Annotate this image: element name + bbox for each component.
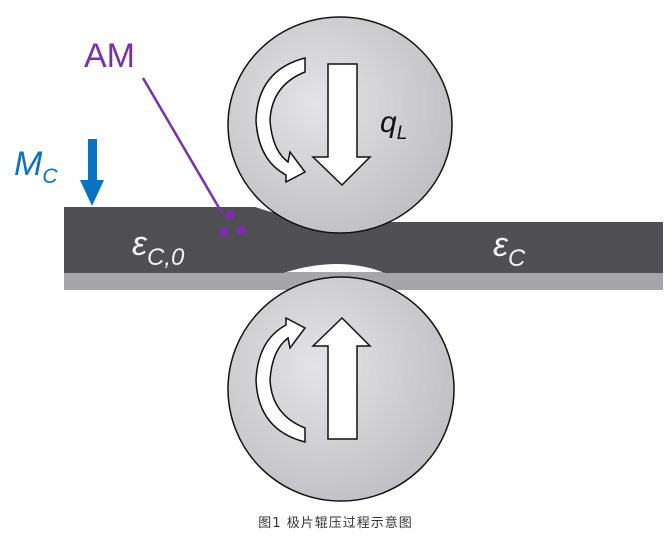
top-roller-rotation-arrow-icon (255, 57, 307, 184)
active-material-particles (219, 210, 246, 237)
mass-loading-arrow-icon (80, 139, 104, 206)
top-roller-force-arrow-icon (311, 63, 372, 187)
bottom-roller-rotation-arrow-icon (255, 316, 307, 443)
electrode-coating (64, 207, 663, 273)
bottom-roller (227, 276, 455, 502)
initial-strain-label: εC,0 (132, 225, 185, 271)
top-roller (227, 16, 453, 234)
final-strain-label: εC (493, 226, 526, 272)
bottom-roller-force-arrow-icon (311, 316, 372, 440)
active-material-pointer (141, 77, 224, 214)
mass-loading-label: MC (14, 145, 58, 188)
figure-caption: 图1 极片辊压过程示意图 (258, 516, 413, 531)
active-material-label: AM (84, 37, 135, 75)
line-load-label: qL (380, 106, 407, 144)
